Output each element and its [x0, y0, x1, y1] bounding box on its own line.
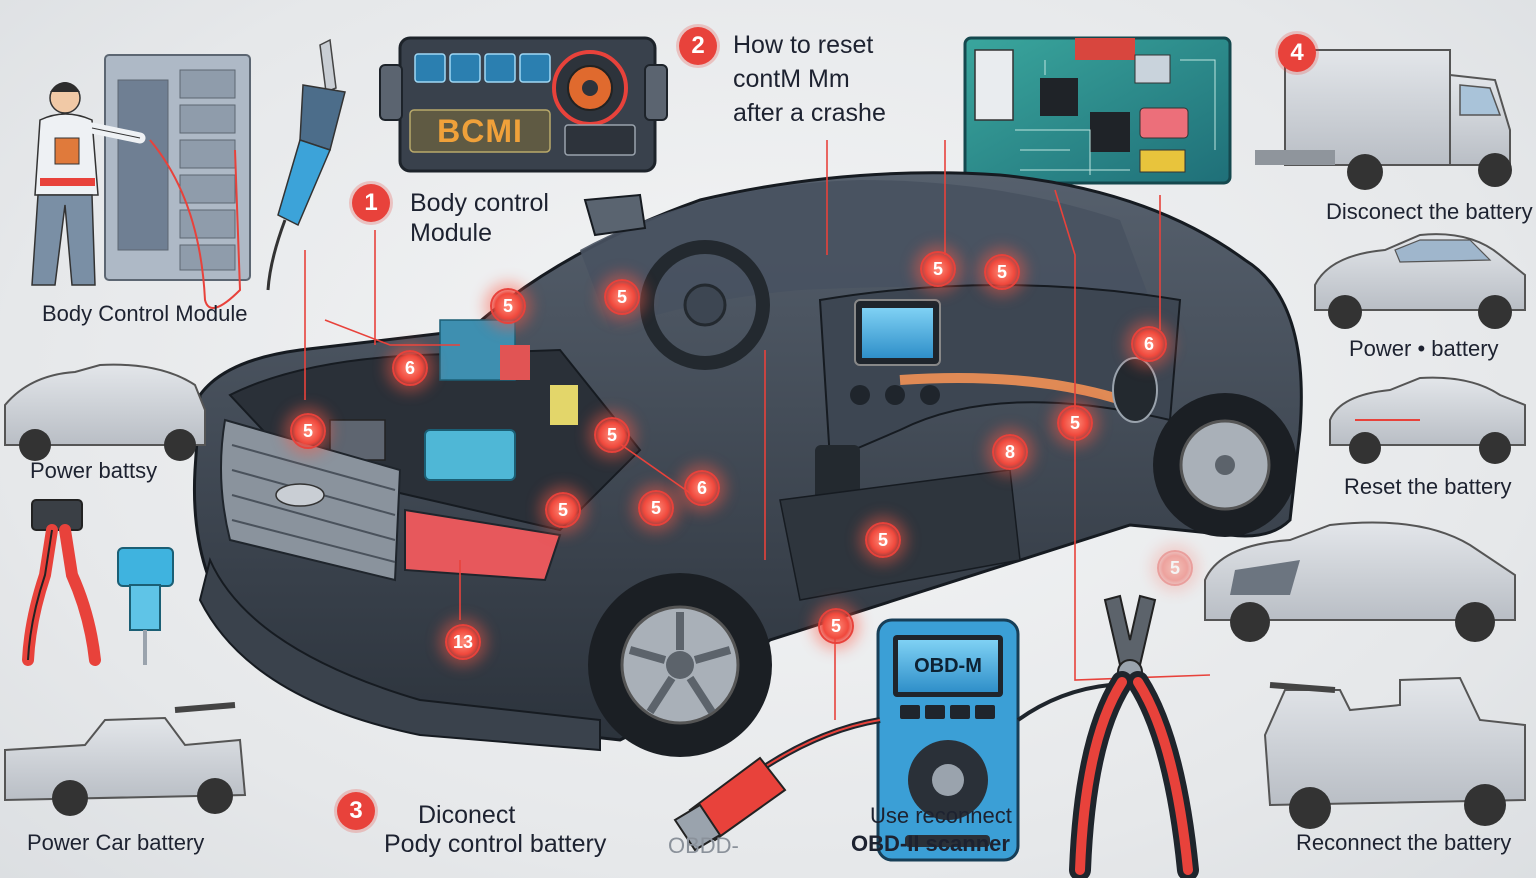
truck-thumbnail [1255, 49, 1512, 190]
hotspot-marker[interactable]: 6 [392, 350, 428, 386]
scanner-screen: OBD-M [898, 640, 998, 692]
step-2-number: 2 [691, 32, 705, 59]
hotspot-marker[interactable]: 13 [445, 624, 481, 660]
sedan-thumbnail-left [4, 363, 206, 461]
label-power-car-battery: Power Car battery [27, 830, 205, 855]
connector-tool-left [117, 547, 174, 665]
label-body-control-module: Body Control Module [42, 301, 248, 326]
hotspot-marker[interactable]: 5 [490, 288, 526, 324]
main-car-cutaway [192, 171, 1303, 757]
hotspot-marker[interactable]: 5 [604, 279, 640, 315]
pickup-thumbnail-right [1263, 676, 1526, 829]
step-4-badge: 4 [1278, 34, 1316, 72]
pliers-tool-bottom [1069, 594, 1199, 878]
obd-scanner-illustration [876, 618, 1020, 862]
rear-wheel [1153, 393, 1297, 537]
hotspot-marker[interactable]: 5 [545, 492, 581, 528]
test-probe [266, 38, 346, 291]
front-wheel [588, 573, 772, 757]
hotspot-marker[interactable]: 6 [1131, 326, 1167, 362]
label-reset-battery: Reset the battery [1344, 474, 1512, 499]
hotspot-marker[interactable]: 5 [865, 522, 901, 558]
sedan-thumbnail-3 [1204, 521, 1516, 642]
hotspot-marker[interactable]: 5 [818, 608, 854, 644]
label-obd-cable: OBDD- [668, 833, 739, 858]
hotspot-marker[interactable]: 5 [920, 251, 956, 287]
bcm-module-text: BCMI [437, 112, 523, 149]
hotspot-marker[interactable]: 5 [290, 413, 326, 449]
step-1-badge: 1 [352, 184, 390, 222]
step-1-title-line-2: Module [410, 219, 492, 247]
hotspot-marker[interactable]: 5 [638, 490, 674, 526]
hotspot-marker[interactable]: 5 [594, 417, 630, 453]
label-reconnect-battery: Reconnect the battery [1296, 830, 1512, 855]
hotspot-marker[interactable]: 5 [984, 254, 1020, 290]
sedan-thumbnail-2 [1329, 376, 1526, 464]
scanner-screen-text: OBD-M [914, 654, 982, 677]
pickup-thumbnail-left [4, 702, 247, 816]
pliers-tool-left [22, 499, 101, 666]
step-3-badge: 3 [337, 792, 375, 830]
step-2-title-line-1: How to reset [733, 31, 874, 59]
hotspot-marker[interactable]: 6 [684, 470, 720, 506]
step-1-title-line-1: Body control [410, 189, 549, 217]
hotspot-marker[interactable]: 5 [1057, 405, 1093, 441]
step-1-number: 1 [364, 189, 378, 216]
hotspot-marker[interactable]: 5 [1157, 550, 1193, 586]
step-3-title-line-2: Pody control battery [384, 830, 607, 858]
step-3-title-line-1: Diconect [418, 801, 516, 829]
bcm-module-label: BCMI [415, 112, 545, 150]
step-2-title-line-2: contM Mm [733, 65, 850, 93]
hotspot-marker[interactable]: 8 [992, 434, 1028, 470]
obd-cable-illustration [673, 683, 1111, 852]
technician-scene [31, 54, 251, 309]
label-power-battery-right: Power • battery [1349, 336, 1499, 361]
label-power-battery-left: Power battsy [30, 458, 158, 483]
label-disconnect-battery: Disconect the battery [1326, 199, 1533, 224]
bcm-module-illustration [379, 36, 668, 173]
sedan-thumbnail-1 [1314, 233, 1526, 329]
label-obd-ii-scanner: OBD-II scanner [851, 831, 1010, 856]
pcb-circuit-board [963, 36, 1232, 185]
label-use-reconnect: Use reconnect [870, 803, 1012, 828]
step-4-number: 4 [1290, 39, 1304, 66]
step-2-badge: 2 [679, 27, 717, 65]
step-2-title-line-3: after a crashe [733, 99, 886, 127]
step-3-number: 3 [349, 797, 363, 824]
